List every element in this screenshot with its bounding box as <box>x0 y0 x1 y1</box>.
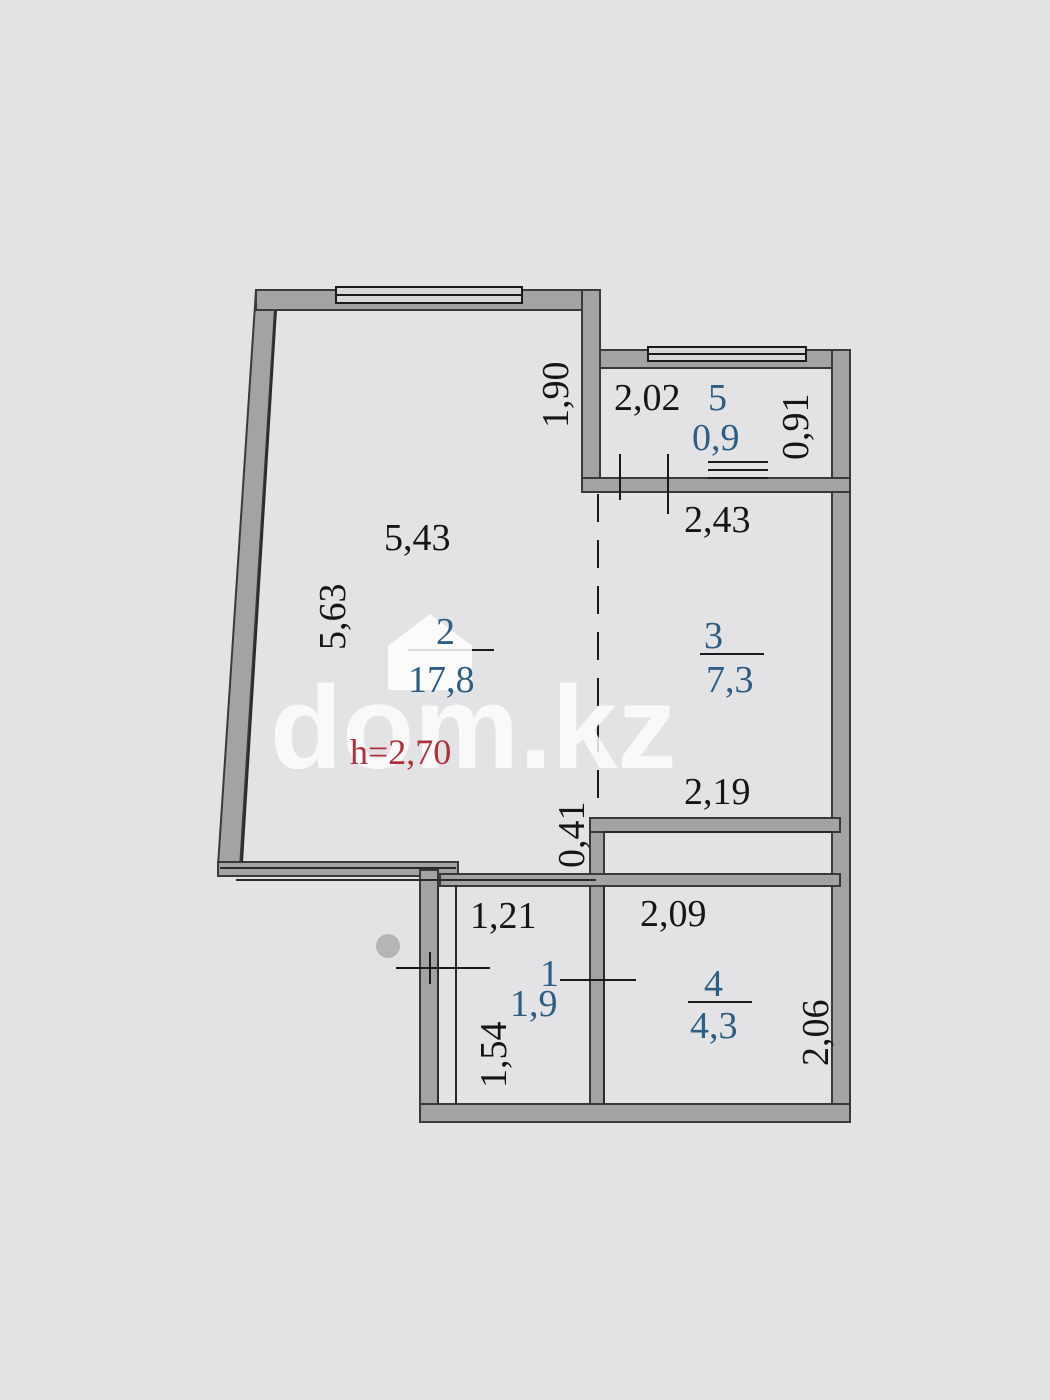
dimension-labels: 5,43 5,63 1,90 2,02 0,91 2,43 2,19 0,41 … <box>312 362 837 1089</box>
wall-balcony-bottom <box>581 477 851 493</box>
dim-bath-width: 2,09 <box>640 893 707 935</box>
dim-hall-length: 1,54 <box>473 1022 515 1089</box>
dim-balcony-depth: 0,91 <box>775 394 817 461</box>
windows <box>335 286 807 362</box>
dim-kitchen-bottom: 2,19 <box>684 771 751 813</box>
room-2-area: 17,8 <box>408 659 475 701</box>
room-5-area: 0,9 <box>692 417 740 459</box>
house-icon <box>388 614 472 690</box>
wall-kitchen-bottom <box>589 817 841 833</box>
room-5-number: 5 <box>708 377 727 419</box>
line-living-inner-left <box>241 309 277 863</box>
dim-balcony-width: 2,02 <box>614 377 681 419</box>
dim-kitchen-width: 2,43 <box>684 499 751 541</box>
room-1-number: 1 <box>540 953 559 995</box>
room-1-area: 1,9 <box>510 983 558 1025</box>
room-3-number: 3 <box>704 615 723 657</box>
wall-lines <box>220 309 832 1104</box>
room-4-number: 4 <box>704 963 723 1005</box>
room-3-area: 7,3 <box>706 659 754 701</box>
dim-hall-width: 1,21 <box>470 895 537 937</box>
room-labels: 2 17,8 3 7,3 5 0,9 1 1,9 4 4,3 <box>408 377 754 1047</box>
dim-living-niche: 1,90 <box>535 362 577 429</box>
wall-hall-left <box>419 869 439 1121</box>
wall-bottom <box>419 1103 851 1123</box>
watermark: dom.kz <box>270 614 677 794</box>
room-4-area: 4,3 <box>690 1005 738 1047</box>
wall-living-upper-right <box>581 289 601 491</box>
watermark-text: dom.kz <box>270 662 677 794</box>
ceiling-height-label: h=2,70 <box>350 732 451 772</box>
dim-living-length: 5,63 <box>312 584 354 651</box>
dim-living-width: 5,43 <box>384 517 451 559</box>
smudge-mark <box>376 934 400 958</box>
dim-bath-length: 2,06 <box>795 1000 837 1067</box>
walls <box>216 288 851 1123</box>
room-2-number: 2 <box>436 611 455 653</box>
dim-partition: 0,41 <box>551 802 593 869</box>
